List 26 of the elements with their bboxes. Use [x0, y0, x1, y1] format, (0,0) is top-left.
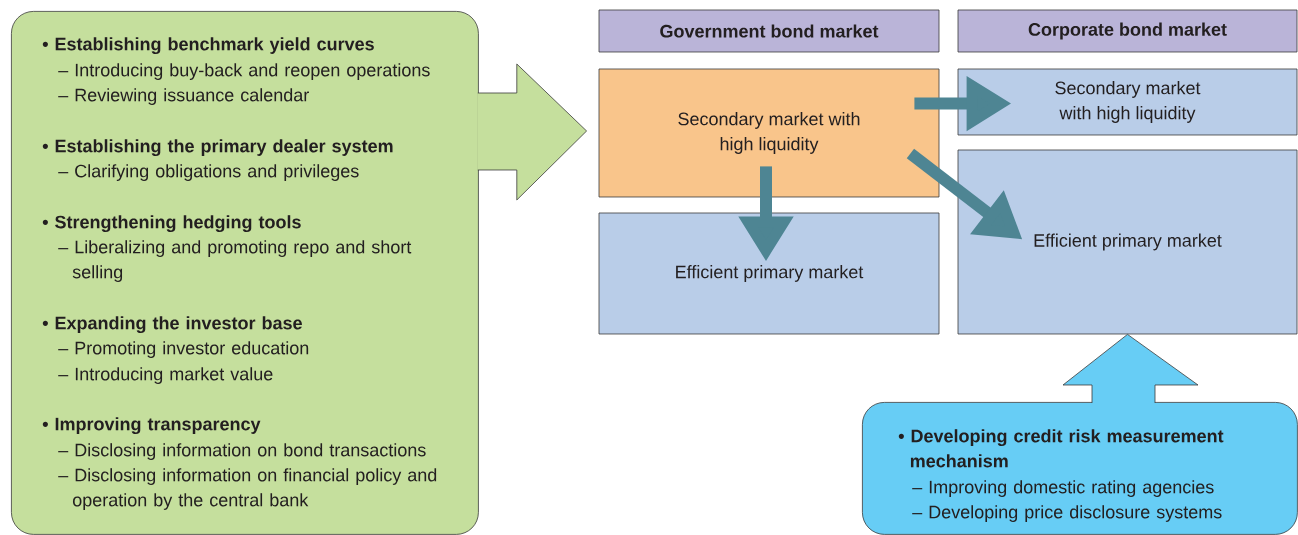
bullet-heading: • Expanding the investor base [42, 316, 302, 334]
list-item: – Developing price disclosure systems [912, 505, 1222, 522]
block-arrow [1062, 334, 1199, 404]
panel [11, 11, 479, 535]
bullet-heading: • Establishing the primary dealer system [42, 139, 393, 157]
block-arrow [477, 63, 587, 201]
panel [862, 402, 1298, 535]
column-header: Government bond market [598, 9, 940, 53]
bullet-heading: • Establishing benchmark yield curves [42, 37, 374, 55]
market-box: Secondary market with high liquidity [957, 68, 1298, 136]
list-item: – Liberalizing and promoting repo and short selling [58, 240, 412, 282]
list-item: – Promoting investor education [58, 341, 309, 358]
list-item: – Clarifying obligations and privileges [58, 164, 359, 181]
column-header: Corporate bond market [957, 9, 1298, 53]
bullet-heading: • Improving transparency [42, 417, 261, 435]
market-box: Efficient primary market [598, 212, 940, 335]
bullet-heading: • Strengthening hedging tools [42, 215, 301, 233]
market-box: Secondary market with high liquidity [598, 68, 940, 198]
bullet-heading: • Developing credit risk measurement mechanism [898, 429, 1224, 468]
list-item: – Disclosing information on bond transactions [58, 443, 426, 460]
list-item: – Improving domestic rating agencies [912, 480, 1214, 497]
list-item: – Disclosing information on financial policy and operation by the central bank [58, 468, 437, 510]
list-item: – Introducing market value [58, 367, 273, 384]
market-box: Efficient primary market [957, 149, 1298, 335]
list-item: – Reviewing issuance calendar [58, 88, 309, 105]
list-item: – Introducing buy-back and reopen operations [58, 63, 430, 80]
